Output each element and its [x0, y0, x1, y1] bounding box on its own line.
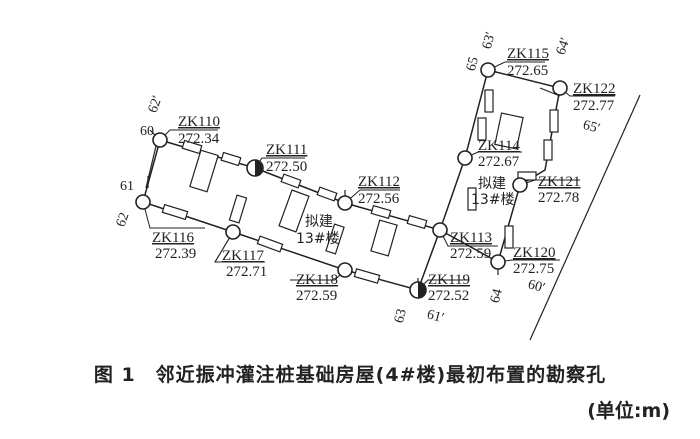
borehole-id: ZK111 [266, 142, 307, 158]
borehole-zk112-marker [337, 195, 353, 211]
borehole-id: ZK117 [222, 248, 264, 264]
unit-note: (单位:m) [587, 400, 670, 422]
borehole-zk120-marker [490, 254, 506, 270]
svg-text:64′: 64′ [554, 36, 574, 57]
borehole-id: ZK116 [152, 230, 194, 246]
borehole-id: ZK112 [358, 174, 400, 190]
borehole-zk110-marker [152, 132, 168, 148]
svg-text:62′: 62′ [146, 94, 166, 115]
borehole-value: 272.34 [178, 131, 220, 147]
axis-labels: 60 62′ 61 62 63 61′ 64 60′ 65 63′ 64′ 65… [114, 30, 602, 326]
borehole-zk122-marker [552, 80, 568, 96]
svg-text:61: 61 [120, 179, 134, 194]
borehole-layout-plan: ZK110 272.34 ZK111 272.50 ZK112 272.56 Z… [114, 30, 641, 341]
borehole-id: ZK115 [507, 46, 549, 62]
building-label-line: 13#楼 [296, 231, 340, 247]
borehole-value: 272.59 [450, 246, 491, 262]
borehole-value: 272.65 [507, 63, 548, 79]
borehole-zk117-marker [225, 224, 241, 240]
wall-blocks [161, 89, 559, 284]
svg-text:61′: 61′ [425, 307, 445, 326]
svg-text:60′: 60′ [526, 277, 546, 296]
borehole-labels: ZK110 272.34 ZK111 272.50 ZK112 272.56 Z… [152, 46, 616, 304]
svg-text:62: 62 [114, 211, 133, 229]
borehole-id: ZK122 [573, 81, 616, 97]
borehole-id: ZK110 [178, 114, 220, 130]
borehole-id: ZK121 [538, 174, 581, 190]
svg-text:65′: 65′ [581, 118, 601, 137]
borehole-id: ZK119 [428, 272, 470, 288]
svg-text:65: 65 [464, 55, 482, 72]
borehole-value: 272.56 [358, 191, 400, 207]
borehole-id: ZK114 [478, 138, 520, 154]
borehole-id: ZK120 [513, 245, 556, 261]
borehole-zk114-marker [457, 150, 473, 166]
borehole-id: ZK113 [450, 230, 492, 246]
building-label-line: 13#楼 [471, 192, 515, 208]
borehole-value: 272.75 [513, 261, 554, 277]
building-labels: 拟建 13#楼 拟建 13#楼 [296, 176, 515, 247]
borehole-id: ZK118 [296, 272, 338, 288]
svg-text:63: 63 [392, 307, 410, 324]
building-label-line: 拟建 [478, 176, 506, 192]
borehole-zk116-marker [135, 194, 151, 210]
borehole-value: 272.39 [155, 246, 196, 262]
borehole-markers [135, 62, 568, 299]
borehole-zk118-marker [337, 262, 353, 278]
building-label-line: 拟建 [305, 214, 333, 230]
borehole-value: 272.59 [296, 288, 337, 304]
borehole-zk121-marker [512, 177, 528, 193]
borehole-value: 272.67 [478, 154, 520, 170]
site-boundary-line [529, 94, 641, 341]
borehole-value: 272.71 [226, 264, 267, 280]
borehole-zk113-marker [432, 222, 448, 238]
svg-text:64: 64 [488, 287, 506, 304]
borehole-zk115-marker [480, 62, 496, 78]
borehole-value: 272.52 [428, 288, 469, 304]
borehole-value: 272.50 [266, 159, 307, 175]
borehole-value: 272.77 [573, 98, 615, 114]
figure-caption: 图 1 邻近振冲灌注桩基础房屋(4#楼)最初布置的勘察孔 [93, 364, 607, 386]
svg-text:60: 60 [140, 124, 154, 139]
borehole-value: 272.78 [538, 190, 579, 206]
svg-text:63′: 63′ [480, 30, 499, 50]
